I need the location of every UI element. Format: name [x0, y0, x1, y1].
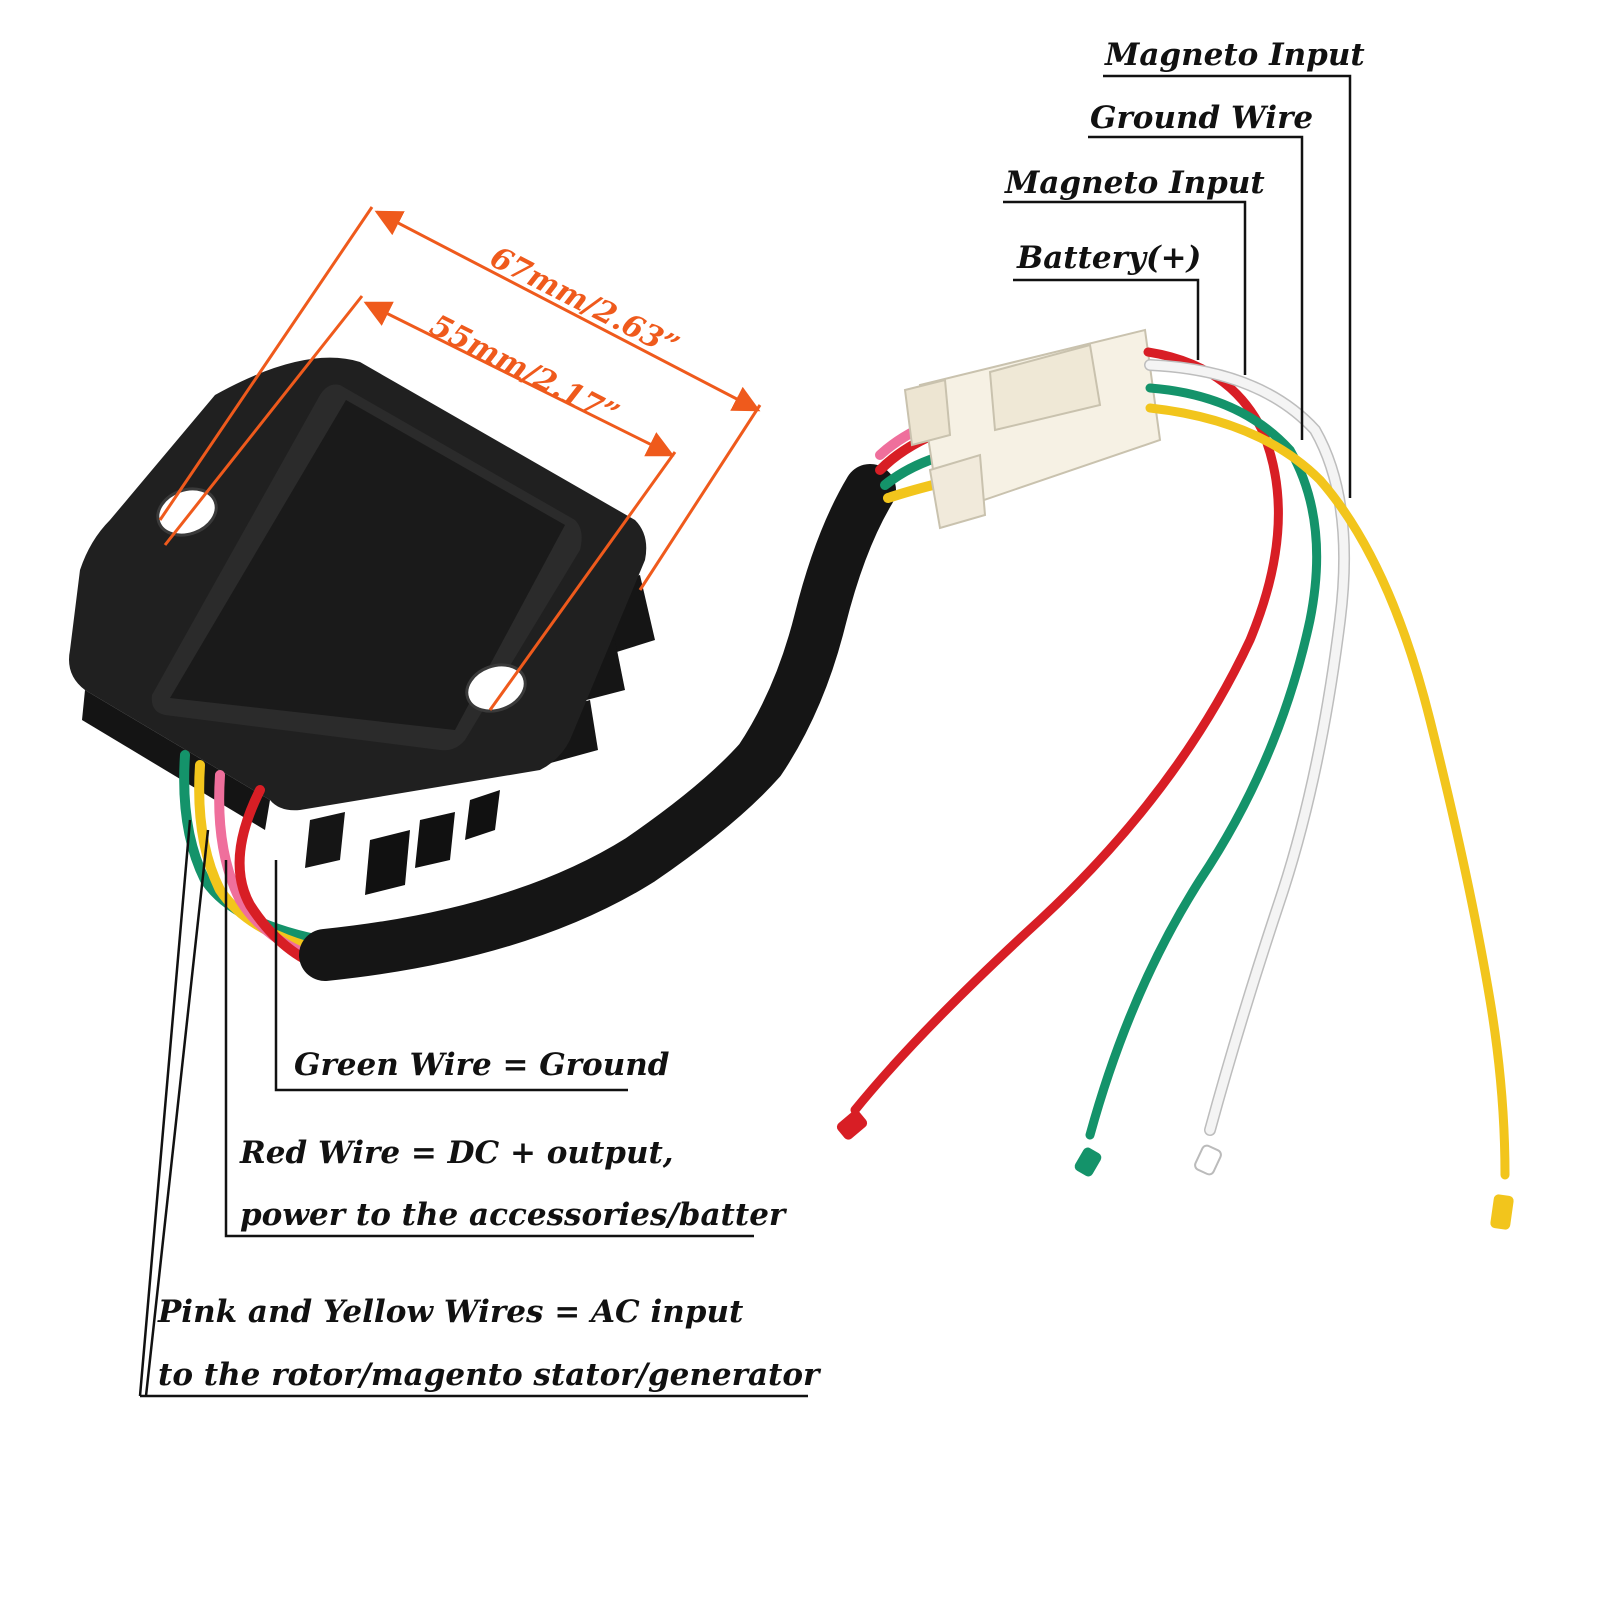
label-battery: Battery(+): [1016, 240, 1201, 276]
dimension-lines: [158, 206, 762, 711]
note-green-wire: Green Wire = Ground: [294, 1047, 669, 1083]
note-red-wire-line1: Red Wire = DC + output,: [239, 1135, 674, 1171]
cable-sleeve: [299, 464, 896, 981]
label-ground-wire: Ground Wire: [1090, 100, 1313, 136]
note-red-wire-line2: power to the accessories/batter: [240, 1197, 788, 1233]
label-magneto-input-top: Magneto Input: [1104, 37, 1365, 73]
free-wires: [850, 347, 1510, 1180]
wire-green: [1085, 383, 1322, 1140]
connector-leaders: [1003, 74, 1352, 498]
wire-white: [1145, 360, 1349, 1135]
wire-red: [850, 347, 1283, 1115]
wire-tips: [836, 1110, 1514, 1230]
regulator-body-icon: [69, 357, 655, 895]
wire-yellow: [1145, 403, 1510, 1180]
label-magneto-input: Magneto Input: [1004, 165, 1265, 201]
note-pink-yellow-line2: to the rotor/magento stator/generator: [158, 1357, 822, 1393]
note-pink-yellow-line1: Pink and Yellow Wires = AC input: [157, 1294, 744, 1330]
connector-plug-icon: [903, 328, 1162, 530]
note-leaders: [138, 819, 808, 1398]
